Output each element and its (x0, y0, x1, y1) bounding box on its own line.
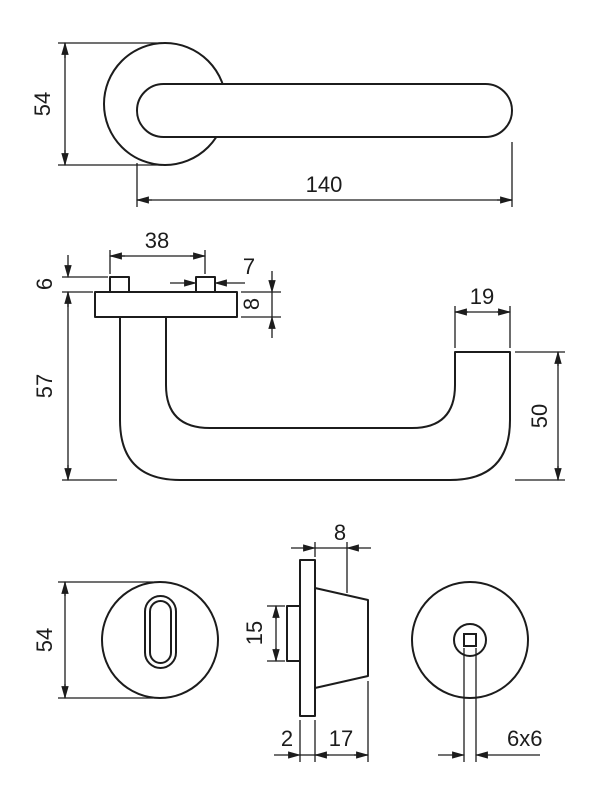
top-view: 54 140 (30, 41, 514, 207)
dim-screw-height: 6 (32, 255, 108, 290)
dim-label-screw-spacing: 38 (145, 228, 169, 253)
dim-label-lever-length: 140 (306, 172, 343, 197)
keyhole-slot-inner (149, 600, 172, 664)
keyhole-rosette-outline (101, 581, 219, 699)
keyhole-rosette (101, 581, 219, 699)
dim-label-spindle-length: 15 (242, 621, 267, 645)
front-handle-outline (119, 316, 511, 481)
dim-grip-width: 19 (453, 284, 512, 348)
dim-hub-width: 8 (291, 520, 371, 593)
front-rosette-plate (94, 291, 238, 318)
rosette-profile (286, 559, 369, 717)
top-lever-outline (136, 83, 513, 138)
dim-label-rosette-diameter-bottom: 54 (32, 628, 57, 652)
front-view: 38 7 6 57 (32, 228, 565, 482)
dim-grip-height: 50 (515, 350, 565, 482)
dim-label-square-hole: 6x6 (507, 726, 542, 751)
front-screw-left (109, 276, 130, 293)
hub-circle (453, 623, 487, 657)
dim-lever-length: 140 (135, 142, 514, 207)
dim-screw-width: 7 (170, 254, 255, 287)
square-rosette-outline (411, 581, 529, 699)
square-hole-rosette (411, 581, 529, 699)
dim-label-hub-width: 8 (334, 520, 346, 545)
dim-rosette-diameter-bottom: 54 (32, 580, 153, 700)
dim-rosette-diameter-top: 54 (30, 41, 162, 167)
square-hole (463, 633, 477, 647)
spindle-stub (286, 605, 301, 662)
dim-label-rosette-thickness: 8 (239, 298, 264, 310)
dim-label-screw-height: 6 (32, 278, 57, 290)
dim-rosette-thickness: 8 (239, 271, 281, 338)
dim-label-screw-width: 7 (243, 254, 255, 279)
dim-hub-depth: 17 (313, 681, 370, 762)
dim-label-grip-width: 19 (470, 284, 494, 309)
dim-label-hub-depth: 17 (329, 726, 353, 751)
bottom-view: 54 8 15 (32, 520, 542, 762)
dim-label-rosette-diameter-top: 54 (30, 92, 55, 116)
dim-square-hole: 6x6 (438, 648, 542, 762)
keyhole-slot-outer (144, 595, 177, 669)
dim-label-grip-height: 50 (527, 404, 552, 428)
hub-cone (314, 587, 369, 689)
flange-plate (299, 559, 316, 717)
dim-handle-height: 57 (32, 290, 117, 482)
dim-screw-spacing: 38 (108, 228, 207, 274)
dim-spindle-length: 15 (242, 604, 285, 663)
dim-label-flange-thickness: 2 (281, 726, 293, 751)
dim-label-handle-height: 57 (32, 374, 57, 398)
front-screw-right (195, 276, 216, 293)
